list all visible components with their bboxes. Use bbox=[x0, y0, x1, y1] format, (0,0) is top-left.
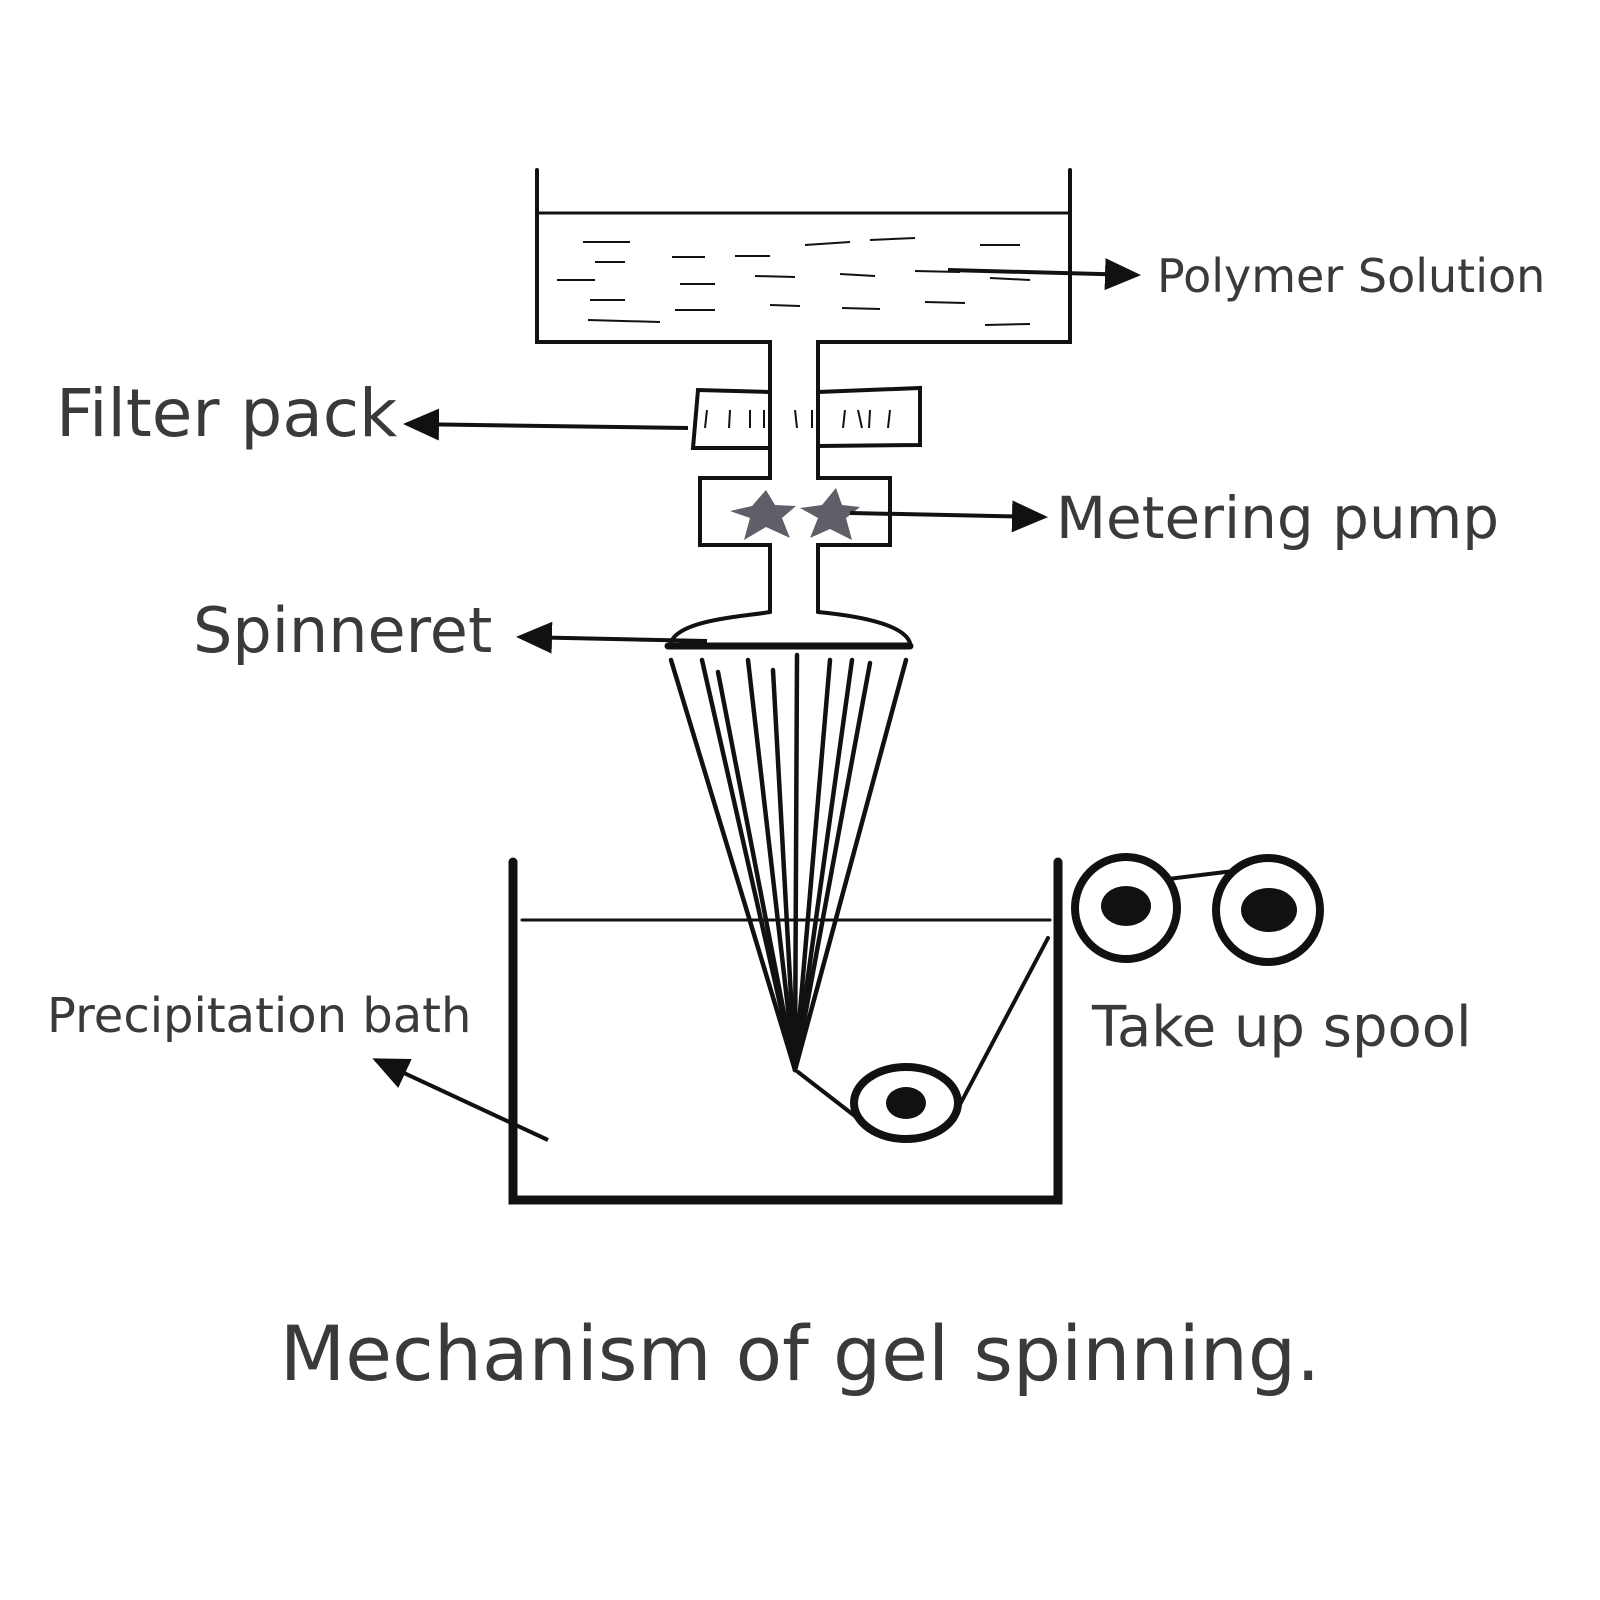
metering-pump-arrow bbox=[849, 500, 1048, 533]
polymer-solution-tank bbox=[535, 168, 1072, 472]
diagram-caption: Mechanism of gel spinning. bbox=[280, 1309, 1321, 1398]
filter-pack bbox=[690, 385, 922, 450]
polymer-solution-arrow bbox=[947, 258, 1141, 291]
metering-pump bbox=[698, 446, 892, 614]
spinneret-label: Spinneret bbox=[193, 594, 492, 667]
metering-pump-label: Metering pump bbox=[1056, 484, 1499, 552]
pump-gear-icon bbox=[730, 488, 860, 540]
take-up-spool bbox=[1071, 853, 1324, 966]
filaments bbox=[668, 652, 909, 1073]
polymer-solution-label: Polymer Solution bbox=[1157, 249, 1545, 303]
filter-pack-label: Filter pack bbox=[56, 375, 398, 452]
guide-roller bbox=[796, 936, 1050, 1143]
spinneret-arrow bbox=[516, 621, 708, 654]
label-arrows bbox=[372, 258, 1141, 1142]
take-up-spool-label: Take up spool bbox=[1091, 995, 1472, 1060]
filter-pack-arrow bbox=[403, 408, 689, 441]
precipitation-bath-arrow bbox=[372, 1058, 549, 1142]
solution-dashes bbox=[557, 237, 1031, 326]
spinneret bbox=[664, 610, 914, 650]
precipitation-bath-label: Precipitation bath bbox=[47, 988, 471, 1044]
precipitation-bath bbox=[508, 857, 1063, 1205]
